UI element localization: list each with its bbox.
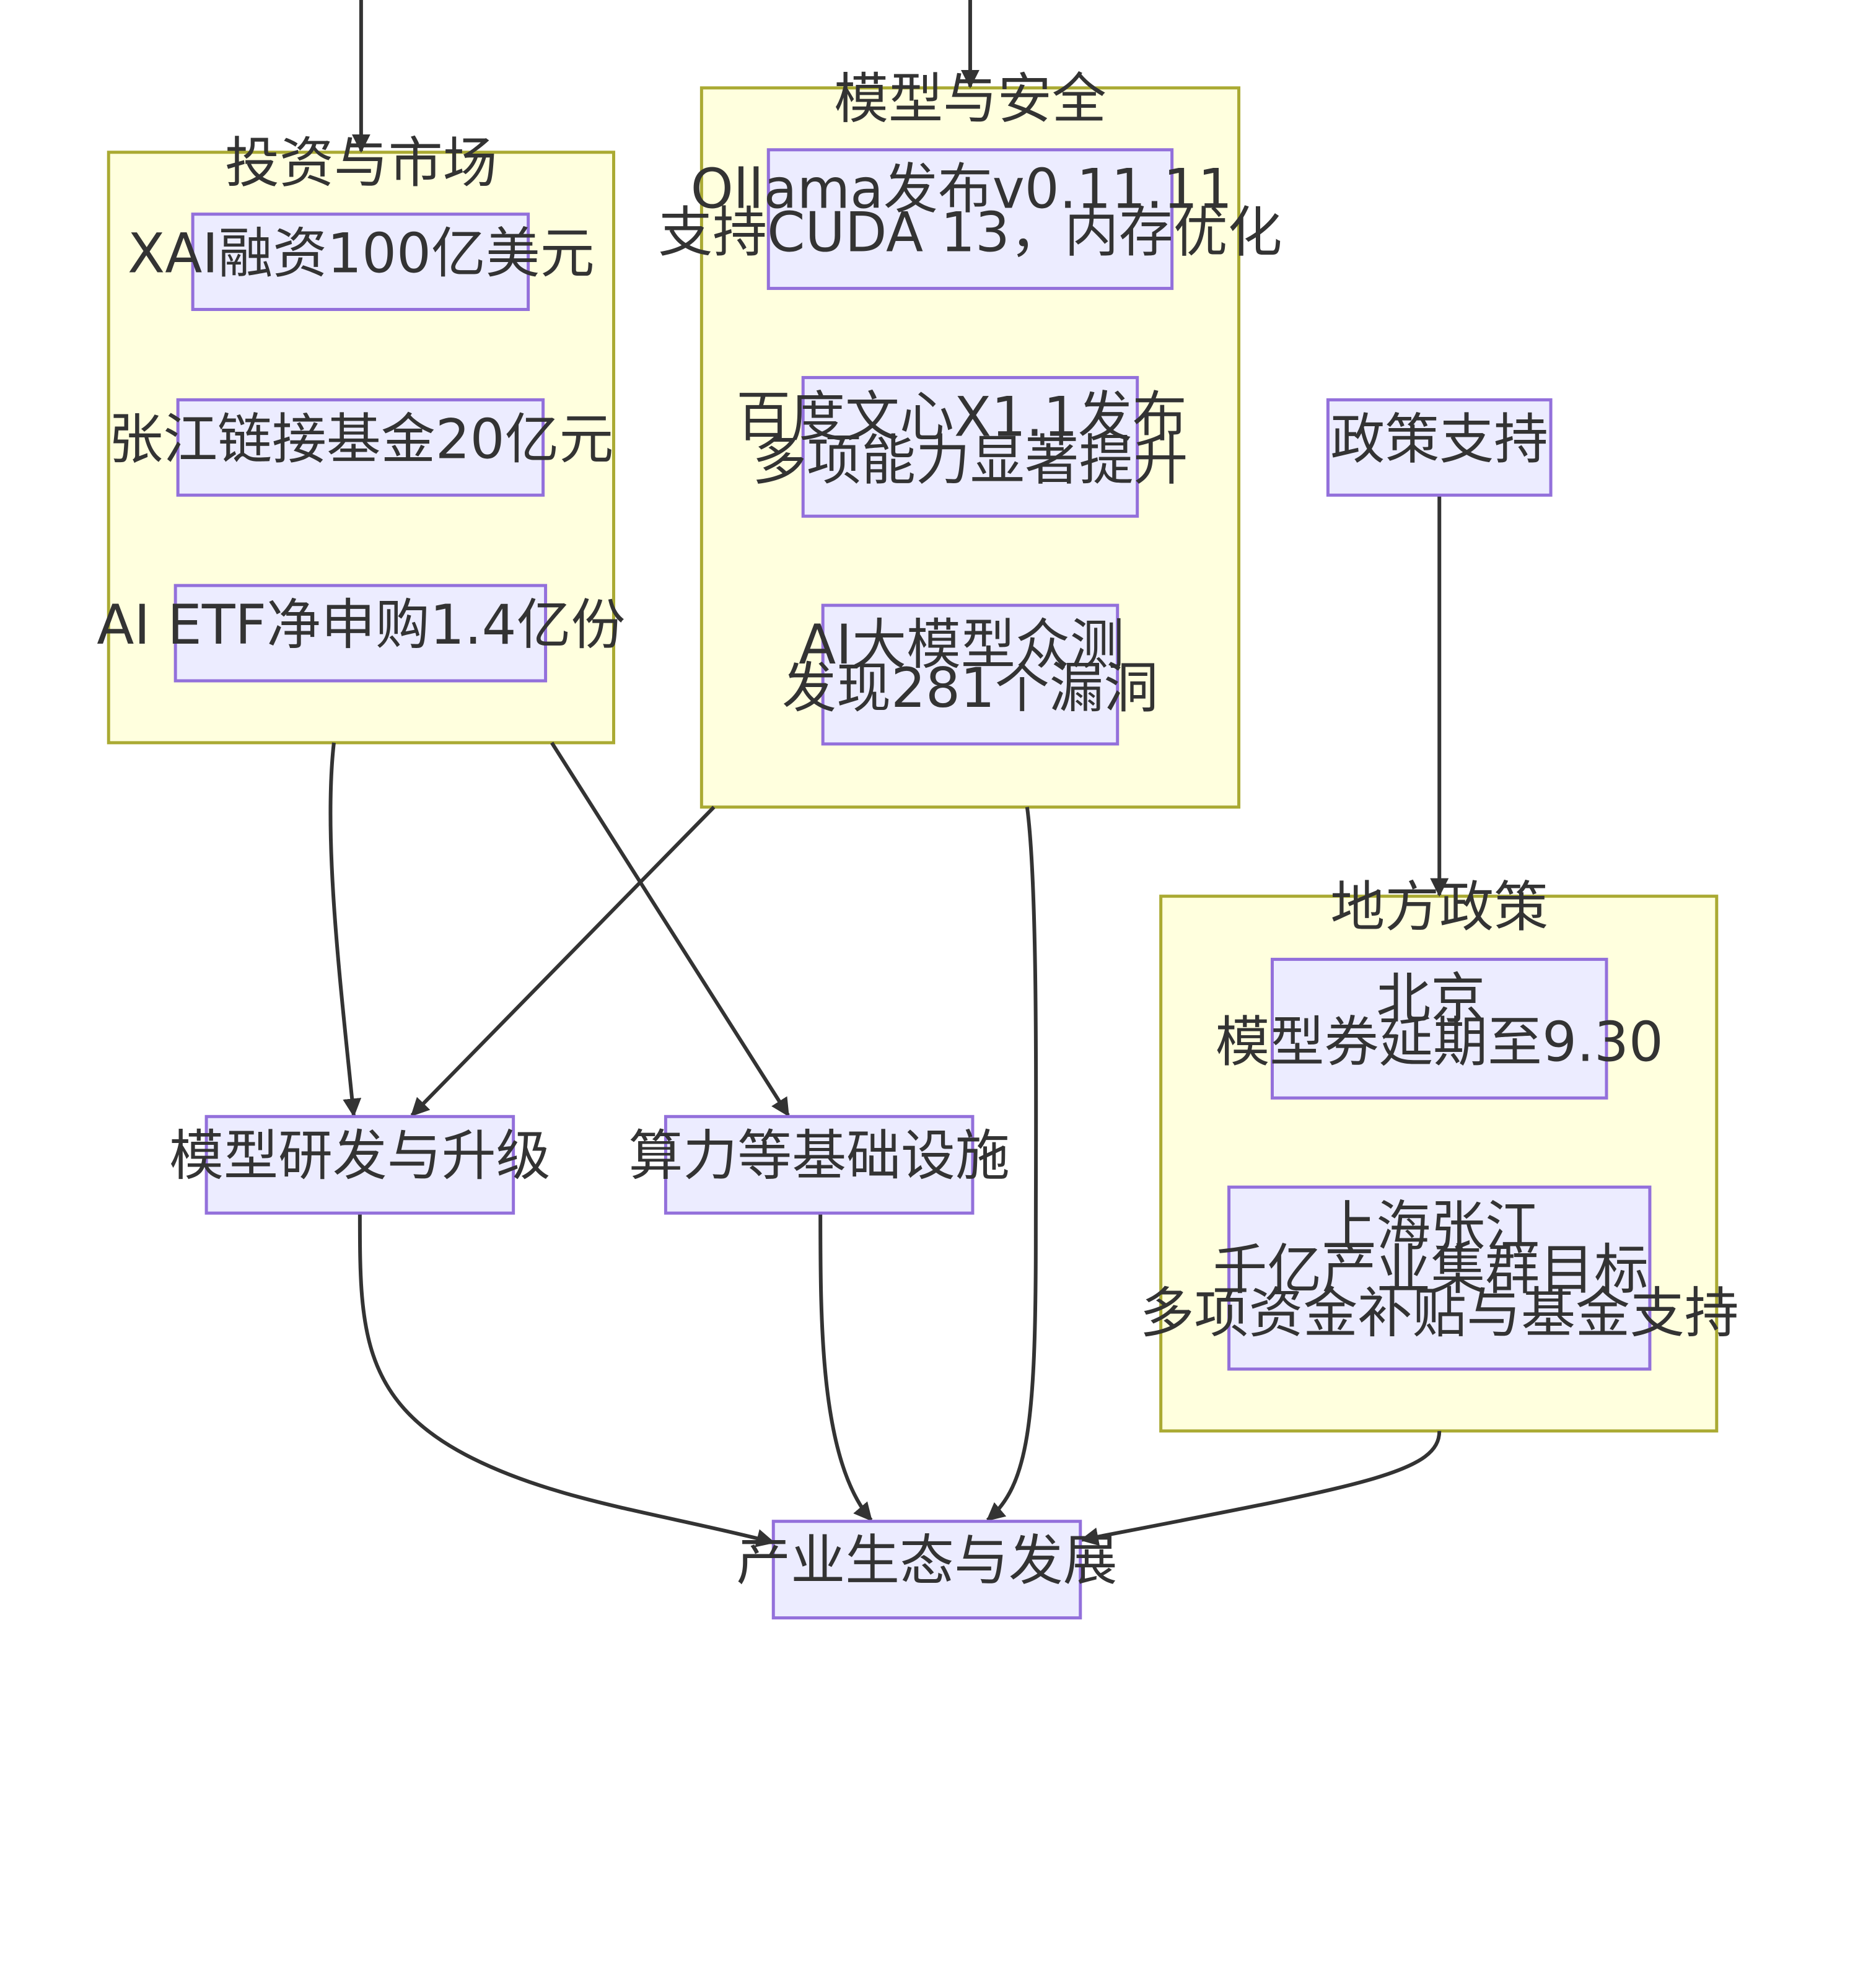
svg-text:产业生态与发展: 产业生态与发展: [736, 1529, 1117, 1593]
node-beijing-line2: 模型券延期至9.30: [1216, 1010, 1663, 1074]
svg-text:Ollama发布v0.11.11 支持CUDA: Ollama发布v0.11.11 支持CUDA 13，内存优化: [658, 157, 1282, 265]
node-ecosystem[interactable]: 产业生态与发展: [736, 1520, 1118, 1620]
node-ollama-line2: 支持CUDA 13，内存优化: [658, 201, 1282, 265]
node-model-rd-line1: 模型研发与升级: [169, 1124, 550, 1188]
svg-text:AI大模型众测 发现281个漏洞: AI大模型众测 发现281个漏洞: [782, 613, 1158, 720]
node-baidu-line2: 多项能力显著提升: [752, 428, 1188, 492]
edge-investment-to-compute: [550, 742, 790, 1117]
node-baidu[interactable]: 百度文心X1.1发布 多项能力显著提升: [736, 375, 1204, 518]
svg-text:XAI融资100亿美元: XAI融资100亿美元: [128, 222, 595, 286]
node-xai-line1: XAI融资100亿美元: [128, 222, 595, 286]
node-shanghai-line2: 千亿产业集群目标: [1213, 1238, 1649, 1302]
node-ai-etf[interactable]: AI ETF净申购1.4亿份: [97, 584, 625, 683]
node-compute[interactable]: 算力等基础设施: [628, 1114, 1010, 1215]
svg-text:政策支持: 政策支持: [1330, 407, 1548, 471]
svg-text:张江链接基金20亿元: 张江链接基金20亿元: [108, 407, 613, 471]
node-zhangjiang-fund-line1: 张江链接基金20亿元: [108, 407, 613, 471]
edge-investment-to-model-rd: [328, 742, 362, 1118]
node-crowdtest-line2: 发现281个漏洞: [782, 656, 1158, 720]
node-crowdtest-line1: AI大模型众测: [799, 613, 1124, 677]
edge-compute-to-ecosystem: [818, 1213, 873, 1522]
node-shanghai[interactable]: 上海张江 千亿产业集群目标 多项资金补贴与基金支持: [1140, 1185, 1739, 1371]
svg-text:算力等基础设施: 算力等基础设施: [628, 1124, 1009, 1188]
node-ai-etf-line1: AI ETF净申购1.4亿份: [97, 593, 625, 657]
node-ecosystem-line1: 产业生态与发展: [736, 1529, 1117, 1593]
node-ollama[interactable]: Ollama发布v0.11.11 支持CUDA 13，内存优化: [658, 148, 1282, 291]
node-compute-line1: 算力等基础设施: [628, 1124, 1009, 1188]
edge-local-policy-to-ecosystem: [1079, 1430, 1442, 1546]
edge-model-security-to-ecosystem: [986, 807, 1038, 1522]
svg-text:北京 模型券延期至9.30: 北京 模型券延期至9.30: [1216, 966, 1663, 1074]
node-policy-support-line1: 政策支持: [1330, 407, 1548, 471]
node-baidu-line1: 百度文心X1.1发布: [736, 385, 1186, 449]
svg-text:AI ETF净申购1.4亿份: AI ETF净申购1.4亿份: [97, 593, 625, 657]
svg-text:上海张江 千亿产业集群目标 多项资金: 上海张江 千亿产业集群目标 多项资金补贴与基金支持: [1140, 1194, 1739, 1345]
svg-text:百度文心X1.1发布 多项能力显著提升: 百度文心X1.1发布 多项能力显著提升: [736, 385, 1204, 492]
node-xai[interactable]: XAI融资100亿美元: [128, 212, 595, 312]
node-crowdtest[interactable]: AI大模型众测 发现281个漏洞: [782, 603, 1159, 746]
node-beijing-line1: 北京: [1376, 966, 1485, 1030]
node-shanghai-line3: 多项资金补贴与基金支持: [1140, 1281, 1739, 1345]
node-zhangjiang-fund[interactable]: 张江链接基金20亿元: [108, 398, 613, 497]
svg-text:模型研发与升级: 模型研发与升级: [169, 1124, 550, 1188]
node-shanghai-line1: 上海张江: [1322, 1194, 1540, 1258]
node-ollama-line1: Ollama发布v0.11.11: [691, 157, 1233, 221]
edges: [328, 0, 1449, 1548]
node-beijing[interactable]: 北京 模型券延期至9.30: [1216, 958, 1663, 1100]
node-model-rd[interactable]: 模型研发与升级: [169, 1114, 551, 1215]
edge-model-security-to-model-rd: [410, 805, 716, 1117]
node-policy-support[interactable]: 政策支持: [1326, 398, 1553, 497]
edge-model-rd-to-ecosystem: [357, 1213, 776, 1548]
